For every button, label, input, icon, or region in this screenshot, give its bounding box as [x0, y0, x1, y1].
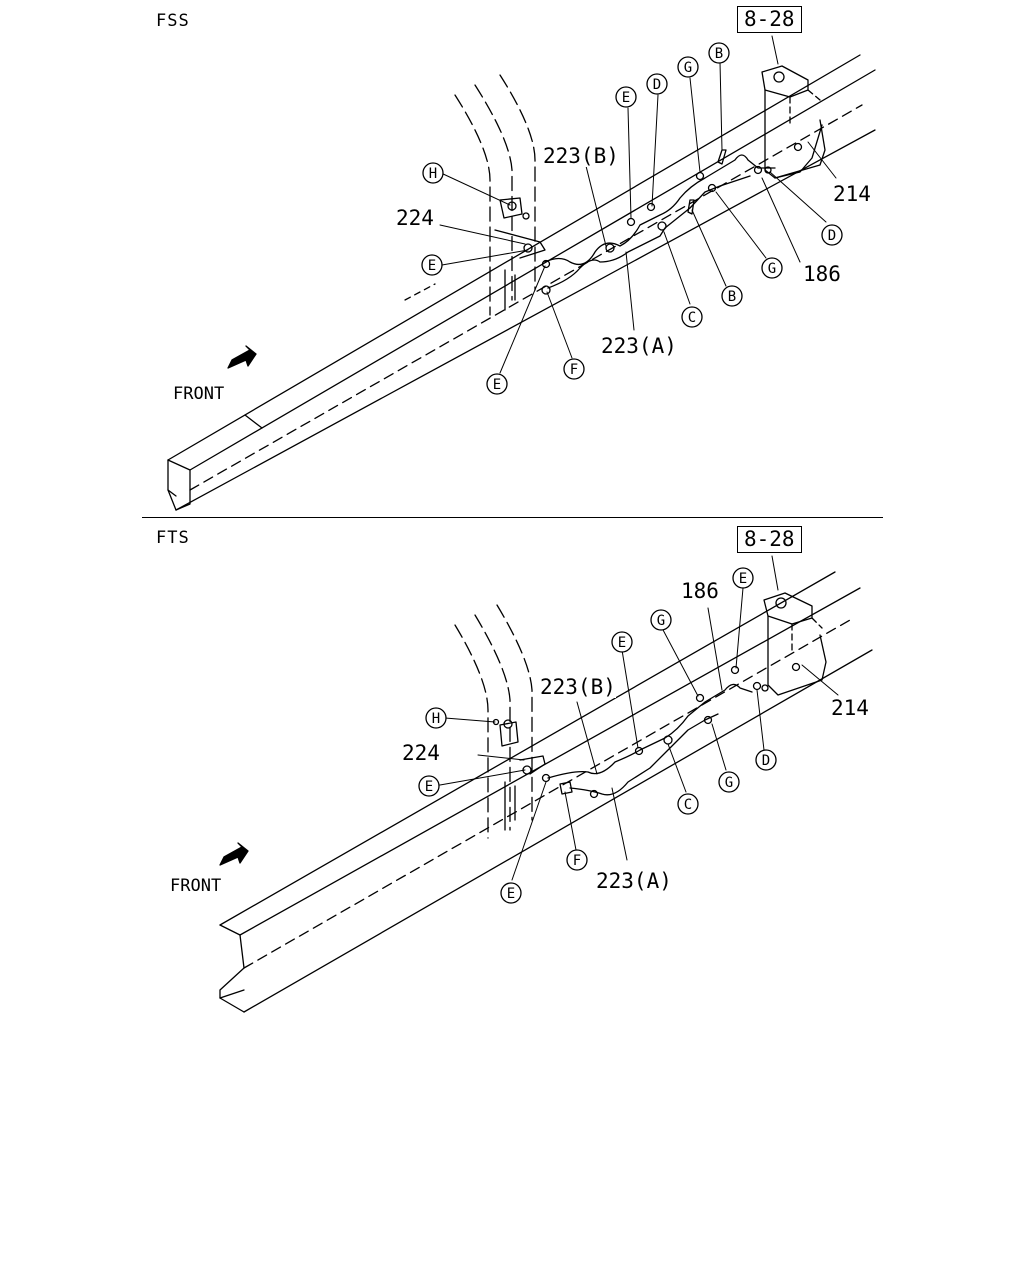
valve-bracket	[494, 197, 551, 311]
leader-lines	[439, 555, 839, 881]
front-label: FRONT	[170, 876, 222, 896]
section-divider	[142, 517, 883, 518]
callout-f: F	[573, 853, 581, 869]
fss-diagram: H E E F E D G B C B G D	[167, 35, 876, 511]
pipes	[544, 149, 776, 289]
callout-e: E	[622, 90, 630, 106]
callout-g: G	[725, 775, 733, 791]
circle-callouts	[421, 42, 843, 395]
callout-d: D	[653, 77, 661, 93]
part-number-224: 224	[402, 741, 440, 765]
front-arrow	[219, 842, 249, 866]
reference-box[interactable]: 8-28	[737, 6, 802, 33]
circle-letters: H E E F E G E C G D	[425, 571, 770, 902]
callout-g: G	[684, 60, 692, 76]
frame-rail	[219, 571, 873, 1013]
front-label: FRONT	[173, 384, 225, 404]
callout-g: G	[768, 261, 776, 277]
callout-h: H	[432, 711, 440, 727]
callout-c: C	[688, 310, 696, 326]
fts-panel: H E E F E G E C G D FTS 8-28 186 223(B) …	[0, 520, 1024, 1040]
part-number-214: 214	[831, 696, 869, 720]
callout-h: H	[429, 166, 437, 182]
part-number-224: 224	[396, 206, 434, 230]
part-number-223a: 223(A)	[596, 869, 672, 893]
part-number-223b: 223(B)	[543, 144, 619, 168]
callout-e: E	[428, 258, 436, 274]
part-number-186: 186	[803, 262, 841, 286]
callout-b: B	[715, 46, 723, 62]
callout-b: B	[728, 289, 736, 305]
circle-letters: H E E F E D G B C B G D	[428, 46, 836, 393]
callout-d: D	[828, 228, 836, 244]
cross-member	[763, 592, 827, 696]
callout-e: E	[618, 635, 626, 651]
cab-outline	[454, 604, 533, 839]
callout-e: E	[739, 571, 747, 587]
section-label: FSS	[156, 11, 190, 31]
part-number-223a: 223(A)	[601, 334, 677, 358]
pipes	[547, 665, 769, 799]
reference-box[interactable]: 8-28	[737, 526, 802, 553]
callout-e: E	[493, 377, 501, 393]
section-label: FTS	[156, 528, 190, 548]
leader-lines	[439, 35, 837, 374]
front-arrow	[227, 345, 257, 369]
callout-d: D	[762, 753, 770, 769]
fts-diagram: H E E F E G E C G D	[219, 555, 873, 1013]
part-number-214: 214	[833, 182, 871, 206]
circle-callouts	[418, 567, 777, 904]
fss-panel: H E E F E D G B C B G D FSS 8-28 223(B) …	[0, 0, 1024, 520]
part-number-186: 186	[681, 579, 719, 603]
frame-rail	[167, 54, 876, 511]
cab-outline	[454, 74, 536, 316]
valve-bracket	[492, 718, 573, 831]
cross-member	[761, 65, 826, 179]
callout-c: C	[684, 797, 692, 813]
callout-e: E	[425, 779, 433, 795]
callout-f: F	[570, 362, 578, 378]
callout-e: E	[507, 886, 515, 902]
part-number-223b: 223(B)	[540, 675, 616, 699]
callout-g: G	[657, 613, 665, 629]
